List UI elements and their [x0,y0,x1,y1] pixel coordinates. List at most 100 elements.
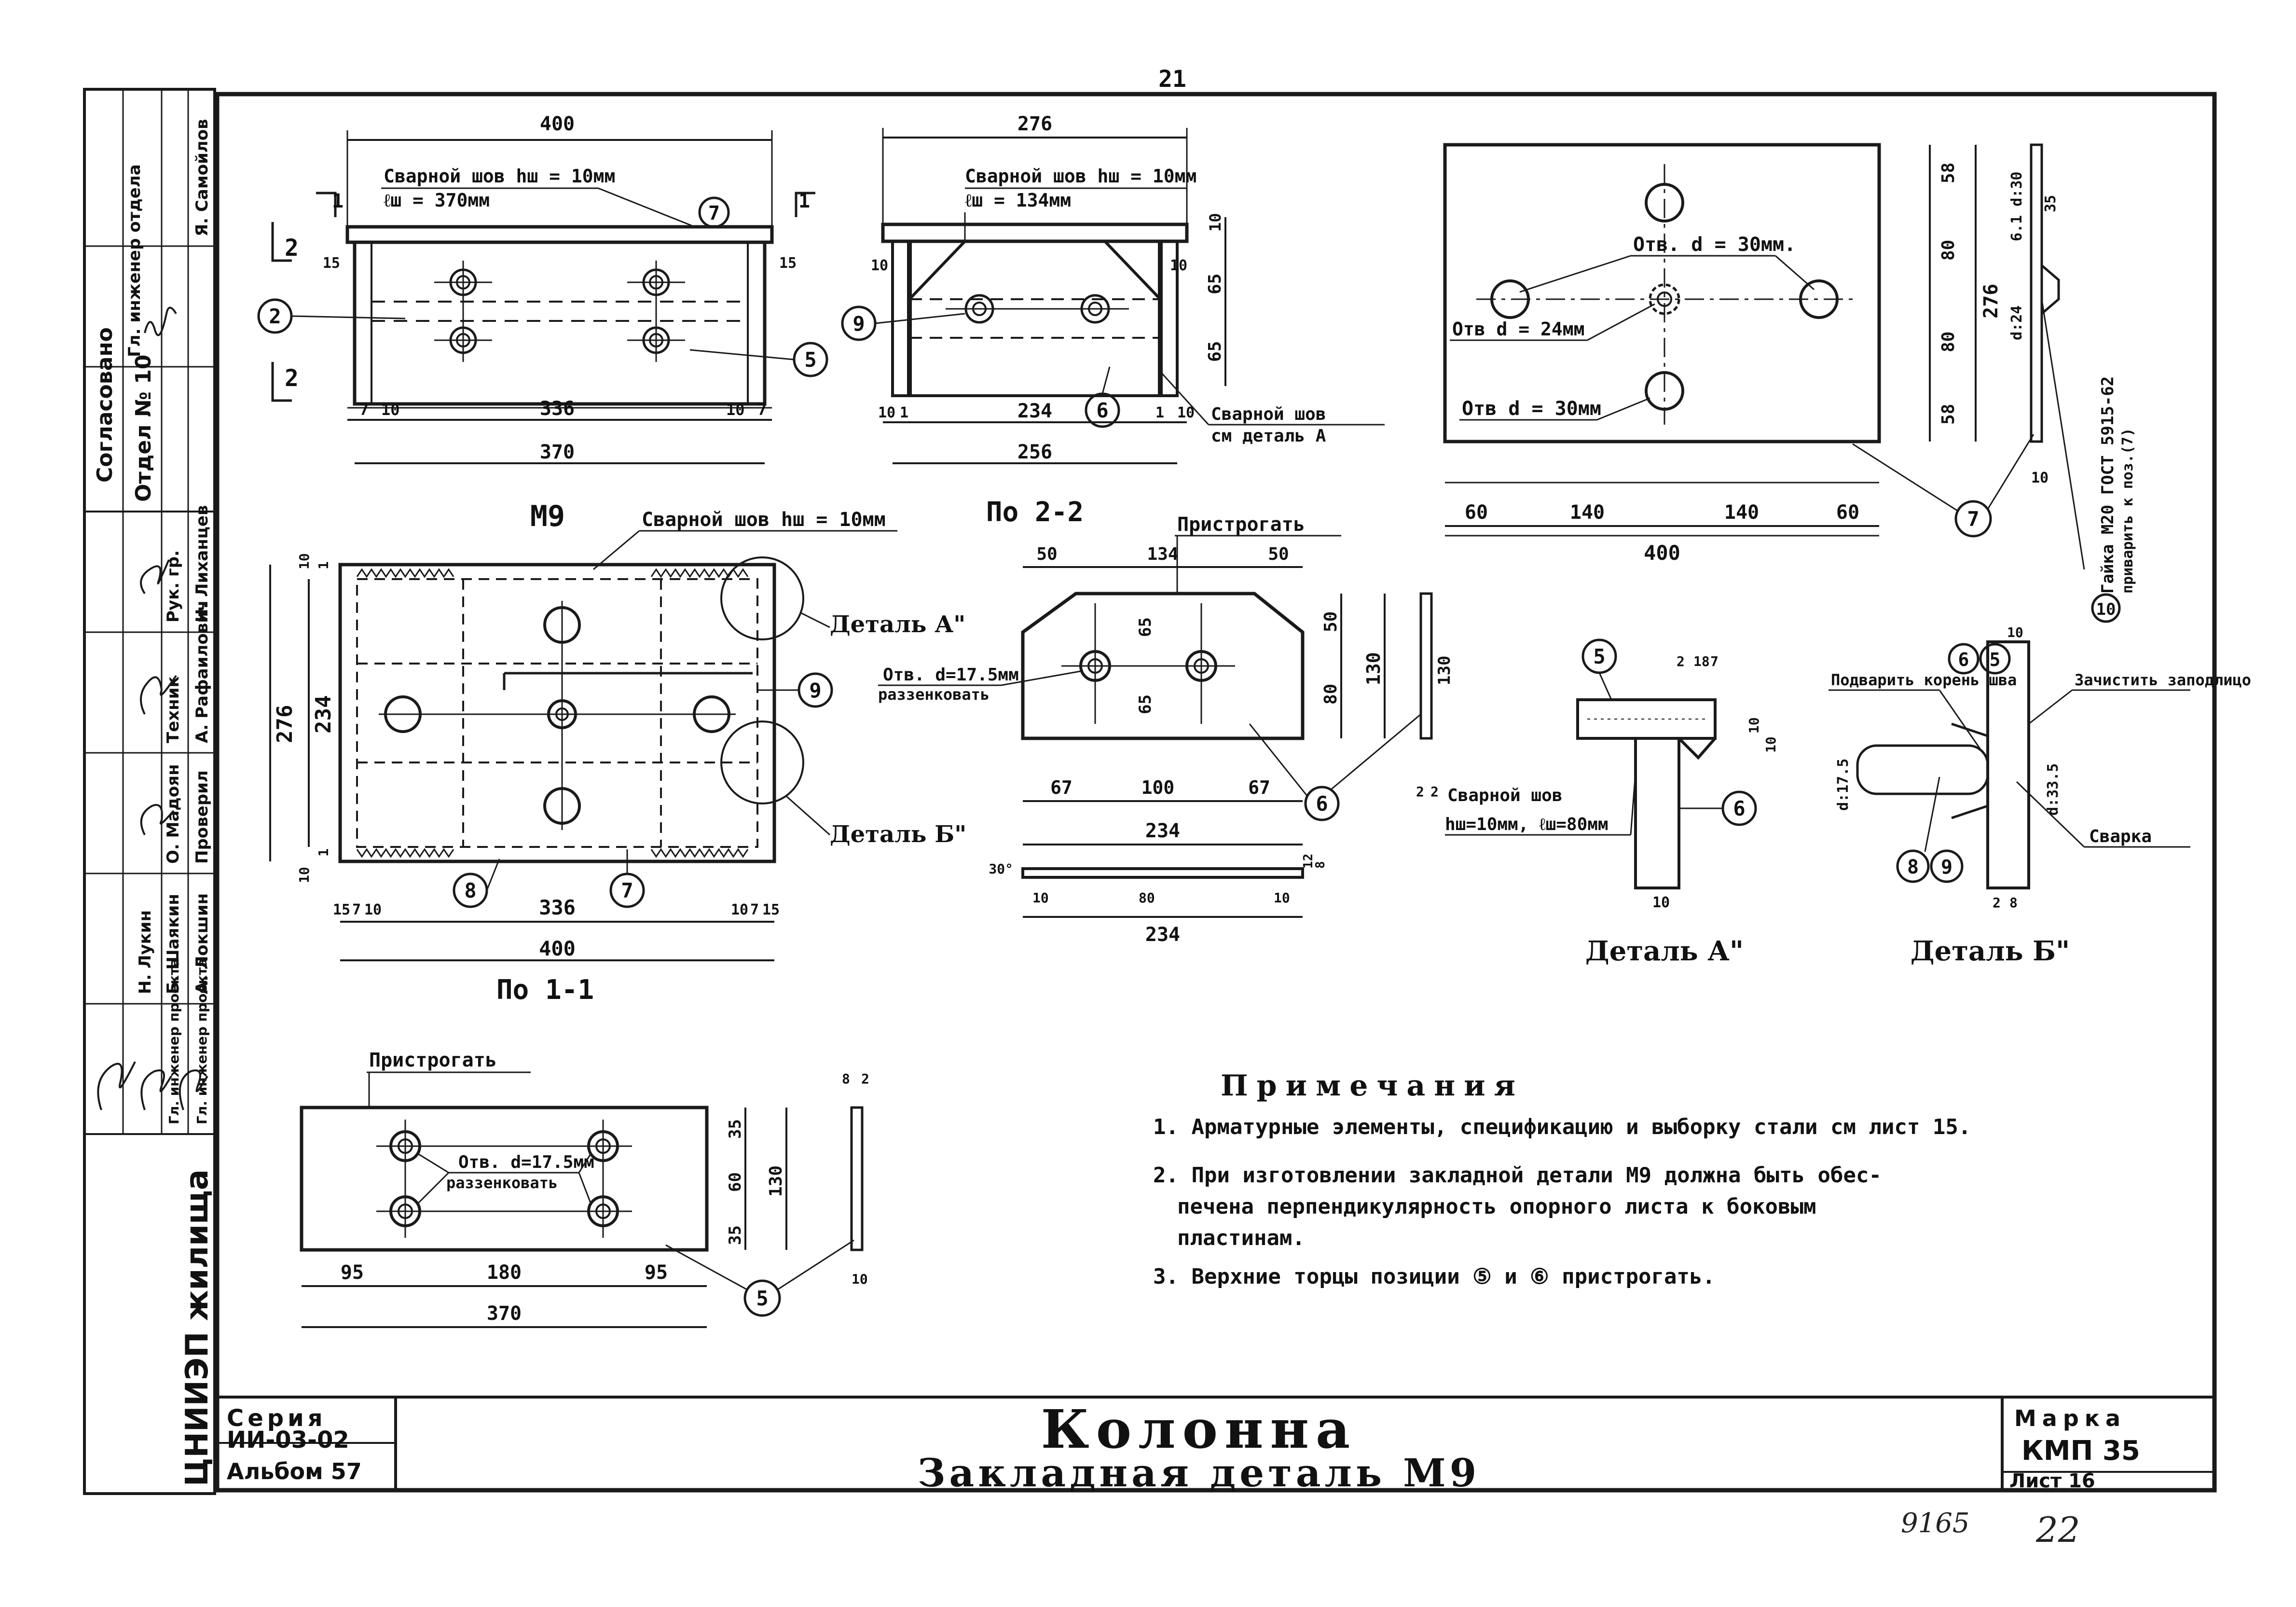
da-dim-v2: 10 [1763,736,1779,753]
view-plate-5: Пристрогать Отв. d=17.5мм раззенковать 9… [300,1049,869,1328]
s11-dim-wl3: 10 [364,901,382,918]
s22-dim-top: 276 [1017,113,1052,135]
m9-section-2b: 2 [285,365,299,392]
m9-dim-side-r: 15 [779,255,797,272]
note-1: 1. Арматурные элементы, спецификацию и в… [1153,1115,1971,1139]
page-number-bottom: 22 [2035,1510,2080,1550]
p5-dim-w1: 95 [341,1261,364,1284]
stamp-role-4: Проверил [192,770,212,864]
page-number-top: 21 [1158,66,1186,93]
s22-dim-h2: 65 [1205,274,1225,294]
db-pos-9: 9 [1941,856,1952,878]
da-pos-5: 5 [1593,645,1605,668]
s11-pos-7: 7 [621,879,633,902]
title-block: Серия ИИ-03-02 Альбом 57 Колонна Закладн… [227,1398,2140,1496]
s22-pos-6: 6 [1096,399,1108,422]
p7-dim-w2: 140 [1570,501,1605,524]
p7-nut-1: Гайка М20 ГОСТ 5915-62 [2098,376,2117,594]
p7-dim-w3: 140 [1724,501,1759,524]
p6-pos-6: 6 [1316,792,1328,816]
s22-dim-total: 256 [1017,441,1052,463]
p5-hole-2: раззенковать [446,1174,558,1192]
da-dim-b: 10 [1652,894,1670,911]
m9-section-1a: 1 [332,190,344,212]
m9-dim-l: 10 [381,401,400,419]
s22-weld-1: Сварной шов hш = 10мм [965,166,1196,187]
stamp-role-1: Гл. инженер отдела [125,164,144,357]
stamp-name-1: Я. Самойлов [192,119,212,236]
s11-dim-hb1: 1 [316,848,331,857]
p6-dim-t2: 134 [1147,544,1178,564]
s11-dim-h-mid: 234 [311,695,336,734]
p6-dim-bot-l: 10 [1032,890,1049,906]
p5-pos-5: 5 [756,1287,768,1310]
p5-dim-t1: 8 [842,1071,850,1087]
stamp-name-2: Н. Лиханцев [192,505,212,623]
p6-dim-t1: 50 [1036,544,1057,564]
da-dim-v1: 10 [1746,717,1762,734]
s11-dim-wr2: 7 [750,901,759,918]
m9-dim-total: 370 [540,441,575,463]
p7-dim-h-total: 276 [1980,284,2002,319]
s11-weld: Сварной шов hш = 10мм [642,509,886,531]
p7-dim-w4: 60 [1836,501,1859,524]
stamp-name-5: Б. Шаякин [164,894,183,994]
p7-hole-3: Отв d = 30мм [1462,398,1601,420]
s11-pos-8: 8 [464,879,476,902]
view-section-2-2: 276 234 256 10 1 1 10 10 65 65 10 10 Сва… [841,113,1385,528]
s11-label: По 1-1 [496,974,594,1006]
tb-mark-value: КМП 35 [2021,1435,2140,1467]
m9-pos-7: 7 [708,202,720,224]
stamp-number: 9165 [1901,1508,1970,1539]
notes-heading: Примечания [1221,1069,1524,1103]
db-dim-d1: d:17.5 [1835,759,1852,811]
p7-dim-thick: 10 [2031,470,2049,486]
signature-marks [97,306,208,1110]
m9-holes [434,261,685,362]
p7-hole-1: Отв. d = 30мм. [1633,234,1796,256]
db-dim-b1: 2 [1993,895,2001,911]
m9-dim-top: 400 [540,113,575,135]
s22-dim-h1: 10 [1206,213,1224,232]
p5-dim-h1: 35 [726,1119,745,1139]
sheet-frame [215,92,2217,1493]
s11-dim-h-total: 276 [273,705,297,743]
da-pos-6: 6 [1733,797,1745,820]
p7-dim-total: 400 [1644,541,1680,565]
m9-dim-r: 10 [726,401,745,419]
m9-dim-edge-r: 7 [757,401,767,419]
p6-dim-v2: 65 [1136,694,1155,714]
s11-dim-wr3: 15 [762,901,780,918]
db-dim-t: 10 [2007,624,2023,640]
p5-hole-1: Отв. d=17.5мм [458,1152,594,1172]
p5-title: Пристрогать [369,1049,497,1071]
p6-dim-h1: 80 [1321,684,1341,705]
p7-dim-w1: 60 [1465,501,1488,524]
s11-dim-wl2: 7 [352,901,361,918]
s22-dim-l2: 1 [900,404,908,421]
s22-weld-ref-1: Сварной шов [1211,404,1326,424]
tb-title-main: Колонна [1041,1398,1357,1460]
s22-weld-2: ℓш = 134мм [965,190,1071,211]
db-label: Деталь Б" [1911,935,2070,967]
da-label: Деталь А" [1585,935,1744,967]
p6-dim-b1: 67 [1050,777,1072,798]
p5-dim-h2: 60 [726,1172,745,1192]
stamp-role-6: Гл. инженер проекта [194,958,210,1124]
p5-dim-w-total: 370 [487,1302,522,1325]
s22-weld-ref-2: см деталь А [1211,426,1326,446]
tb-series-label: Серия [227,1405,327,1432]
da-weld-1: Сварной шов [1447,786,1562,805]
p7-side-1: d:24 [2008,305,2025,340]
p6-dim-v1: 65 [1136,617,1155,637]
stamp-role-3: Техник [164,676,183,743]
p5-dim-h3: 35 [726,1225,745,1245]
stamp-agreed: Согласовано [93,327,117,483]
p5-dim-bot: 10 [852,1271,868,1287]
p6-dim-bot-r: 10 [1274,890,1290,906]
p6-dim-b-total: 234 [1145,820,1180,842]
s11-dim-w-total: 400 [539,937,576,960]
s22-dim-s1: 10 [871,257,888,274]
da-dim-l2: 2 [1430,784,1439,800]
p5-dim-w3: 95 [645,1261,668,1284]
